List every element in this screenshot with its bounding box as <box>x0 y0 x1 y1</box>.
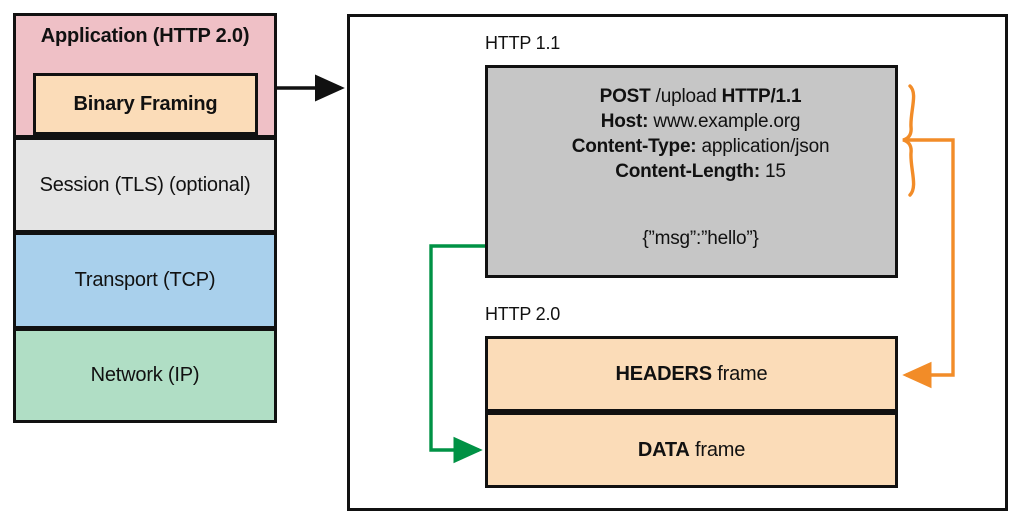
http11-header-host-name: Host: <box>600 111 649 132</box>
http11-header-content-type: Content-Type: application/json <box>506 134 895 159</box>
http11-header-content-length-name: Content-Length: <box>615 161 760 182</box>
http11-header-host-value: www.example.org <box>648 111 801 132</box>
http11-header-host: Host: www.example.org <box>506 109 895 134</box>
http11-version: HTTP/1.1 <box>721 86 802 107</box>
http20-caption: HTTP 2.0 <box>485 304 561 324</box>
http11-method: POST <box>599 86 651 107</box>
data-frame-label: DATA frame <box>638 439 745 462</box>
binary-framing-box: Binary Framing <box>33 73 258 135</box>
headers-frame-label: HEADERS frame <box>616 363 768 386</box>
http11-message-box: POST /upload HTTP/1.1 Host: www.example.… <box>485 65 898 278</box>
http11-header-content-type-name: Content-Type: <box>571 136 697 157</box>
data-frame-box: DATA frame <box>485 412 898 488</box>
http11-request-line: POST /upload HTTP/1.1 <box>506 84 895 109</box>
stack-layer-session: Session (TLS) (optional) <box>13 137 277 233</box>
headers-frame-suffix: frame <box>711 362 768 385</box>
stack-layer-transport-label: Transport (TCP) <box>74 269 216 291</box>
http11-body: {”msg”:”hello”} <box>642 228 759 249</box>
http11-header-content-length: Content-Length: 15 <box>506 159 895 184</box>
headers-frame-box: HEADERS frame <box>485 336 898 412</box>
stack-layer-application-label: Application (HTTP 2.0) <box>40 25 250 47</box>
http11-path: /upload <box>650 86 722 107</box>
stack-layer-network-label: Network (IP) <box>90 364 200 386</box>
headers-frame-name: HEADERS <box>615 362 713 385</box>
http11-caption: HTTP 1.1 <box>485 33 561 53</box>
http11-header-content-type-value: application/json <box>696 136 830 157</box>
binary-framing-label: Binary Framing <box>73 92 218 115</box>
stack-layer-network: Network (IP) <box>13 328 277 423</box>
http11-header-content-length-value: 15 <box>759 161 786 182</box>
data-frame-name: DATA <box>637 438 690 461</box>
stack-layer-transport: Transport (TCP) <box>13 232 277 329</box>
data-frame-suffix: frame <box>689 438 746 461</box>
stack-layer-session-label: Session (TLS) (optional) <box>39 173 251 196</box>
